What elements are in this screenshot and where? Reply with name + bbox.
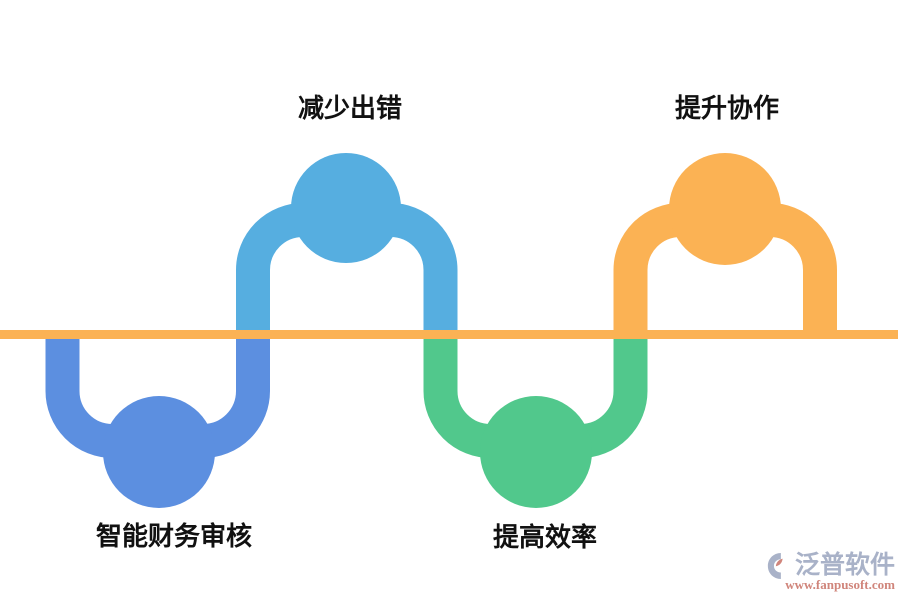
baseline bbox=[0, 330, 898, 339]
label-collaboration: 提升协作 bbox=[674, 93, 780, 123]
brand-name: 泛普软件 bbox=[794, 551, 895, 579]
label-fewer-errors: 减少出错 bbox=[297, 93, 403, 123]
brand-url: www.fanpusoft.com bbox=[785, 577, 895, 592]
node-circle-fewer-errors bbox=[291, 153, 401, 263]
label-efficiency: 提高效率 bbox=[492, 522, 598, 552]
fanpu-logo-icon bbox=[767, 553, 783, 579]
node-circle-collaboration bbox=[669, 153, 781, 265]
node-circle-finance-audit bbox=[103, 396, 215, 508]
brand-watermark: 泛普软件 www.fanpusoft.com bbox=[763, 552, 895, 592]
label-finance-audit: 智能财务审核 bbox=[95, 521, 253, 551]
node-circle-efficiency bbox=[480, 396, 592, 508]
